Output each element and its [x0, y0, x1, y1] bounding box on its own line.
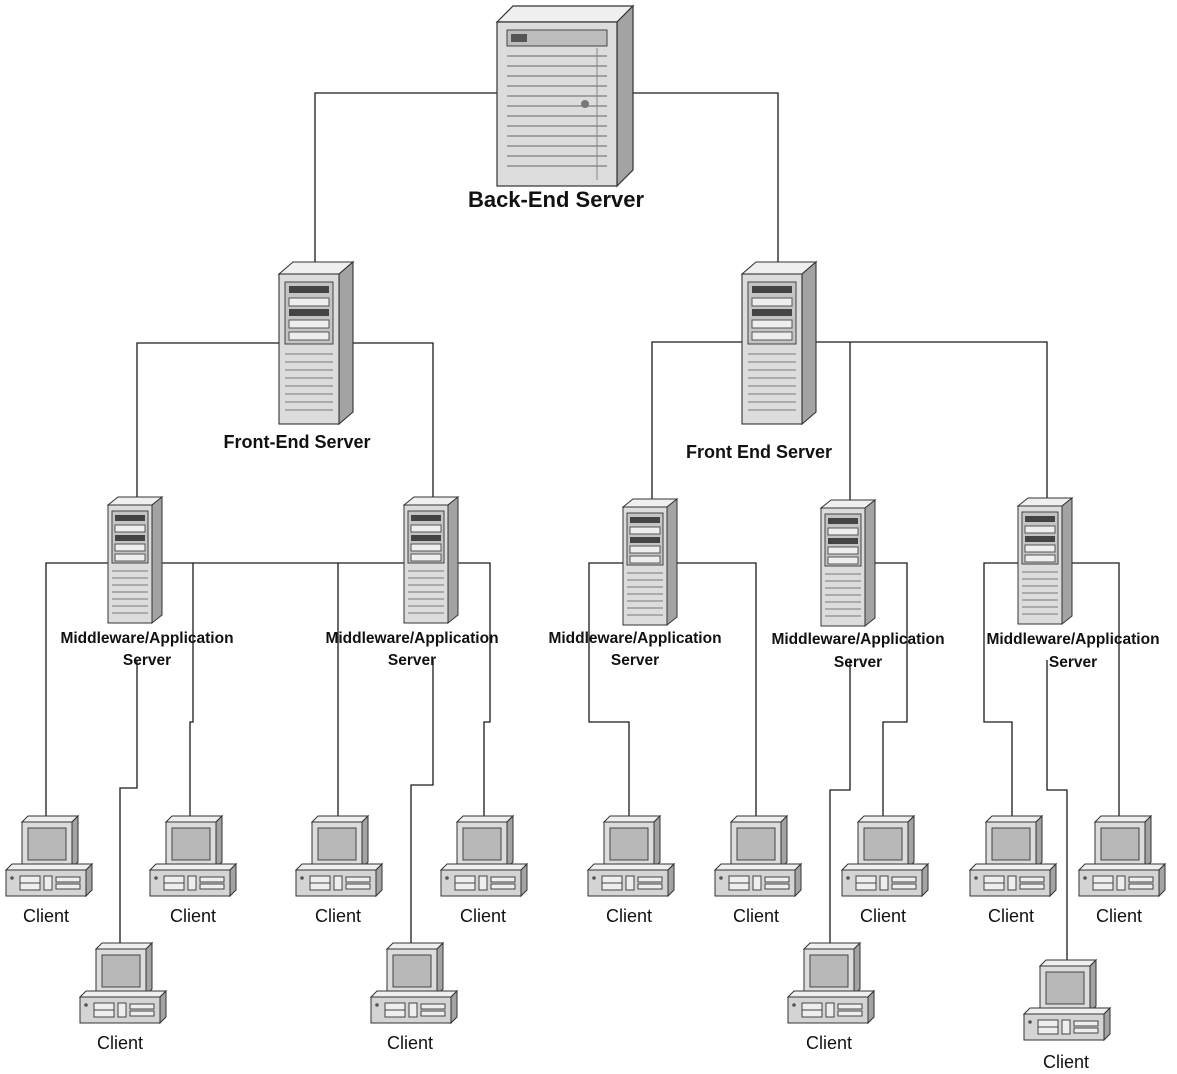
desktop-computer-icon	[1023, 959, 1111, 1041]
server-tower-icon	[1017, 497, 1073, 625]
link-mw5-client1	[983, 562, 1022, 825]
server-tower-icon	[403, 496, 459, 624]
link-mw1-client2	[119, 660, 138, 950]
client-node-13: Client	[1078, 815, 1166, 926]
front-end-server-node-1: Front-End Server	[223, 261, 371, 452]
client-node-7: Client	[587, 815, 675, 926]
client-label: Client	[988, 906, 1034, 926]
client-node-2: Client	[79, 942, 167, 1053]
client-node-9: Client	[787, 942, 875, 1053]
link-backend-frontend-left	[314, 92, 498, 272]
middleware-server-node-2: Middleware/Application Server	[325, 496, 499, 669]
client-node-8: Client	[714, 815, 802, 926]
link-frontend2-middleware4	[806, 341, 1048, 506]
desktop-computer-icon	[5, 815, 93, 897]
client-label: Client	[97, 1033, 143, 1053]
client-node-4: Client	[295, 815, 383, 926]
link-mw2-client3	[456, 562, 491, 825]
server-tower-icon	[496, 5, 634, 187]
front-end-server-label: Front-End Server	[223, 432, 370, 452]
desktop-computer-icon	[370, 942, 458, 1024]
server-tower-icon	[107, 496, 163, 624]
link-mw3-client1	[588, 562, 630, 825]
client-node-1: Client	[5, 815, 93, 926]
middleware-label-line1: Middleware/Application	[986, 631, 1159, 648]
link-mw1-client1	[45, 562, 110, 825]
middleware-label-line2: Server	[834, 654, 882, 671]
link-backend-frontend-right	[616, 92, 779, 264]
desktop-computer-icon	[969, 815, 1057, 897]
server-tower-icon	[820, 499, 876, 627]
client-label: Client	[606, 906, 652, 926]
link-frontend1-middleware1	[136, 342, 280, 505]
middleware-server-node-5: Middleware/Application Server	[986, 497, 1160, 671]
client-label: Client	[23, 906, 69, 926]
client-label: Client	[170, 906, 216, 926]
link-mw2-client2	[410, 660, 434, 950]
client-label: Client	[460, 906, 506, 926]
server-tower-icon	[622, 498, 678, 626]
desktop-computer-icon	[149, 815, 237, 897]
link-mw4-client2	[874, 562, 908, 825]
middleware-label-line1: Middleware/Application	[548, 630, 721, 647]
client-node-10: Client	[841, 815, 929, 926]
back-end-server-label: Back-End Server	[468, 187, 645, 212]
middleware-label-line2: Server	[1049, 654, 1097, 671]
desktop-computer-icon	[295, 815, 383, 897]
link-mw3-client2	[676, 562, 757, 825]
link-mw1-client3	[189, 563, 194, 825]
desktop-computer-icon	[440, 815, 528, 897]
middleware-label-line1: Middleware/Application	[325, 630, 498, 647]
server-tower-icon	[741, 261, 817, 425]
middleware-label-line1: Middleware/Application	[771, 631, 944, 648]
desktop-computer-icon	[587, 815, 675, 897]
link-mw5-client2	[1046, 660, 1068, 967]
middleware-server-node-1: Middleware/Application Server	[60, 496, 234, 669]
link-mw4-client1	[829, 660, 851, 950]
link-frontend1-middleware2	[350, 342, 434, 505]
client-node-6: Client	[440, 815, 528, 926]
client-label: Client	[315, 906, 361, 926]
middleware-label-line2: Server	[123, 652, 171, 669]
middleware-label-line2: Server	[388, 652, 436, 669]
middleware-server-node-4: Middleware/Application Server	[771, 499, 945, 671]
desktop-computer-icon	[714, 815, 802, 897]
client-node-11: Client	[969, 815, 1057, 926]
server-tower-icon	[278, 261, 354, 425]
middleware-label-line1: Middleware/Application	[60, 630, 233, 647]
link-mw5-client3	[1072, 562, 1120, 825]
desktop-computer-icon	[79, 942, 167, 1024]
client-node-12: Client	[1023, 959, 1111, 1072]
desktop-computer-icon	[841, 815, 929, 897]
client-label: Client	[1096, 906, 1142, 926]
client-label: Client	[387, 1033, 433, 1053]
front-end-server-label: Front End Server	[686, 442, 832, 462]
link-frontend2-middleware3	[651, 341, 742, 507]
desktop-computer-icon	[787, 942, 875, 1024]
client-label: Client	[1043, 1052, 1089, 1072]
client-label: Client	[733, 906, 779, 926]
client-label: Client	[806, 1033, 852, 1053]
client-label: Client	[860, 906, 906, 926]
connections	[45, 92, 1120, 967]
middleware-label-line2: Server	[611, 652, 659, 669]
client-node-5: Client	[370, 942, 458, 1053]
desktop-computer-icon	[1078, 815, 1166, 897]
client-node-3: Client	[149, 815, 237, 926]
front-end-server-node-2: Front End Server	[686, 261, 832, 462]
back-end-server-node: Back-End Server	[468, 5, 645, 212]
middleware-server-node-3: Middleware/Application Server	[548, 498, 722, 669]
